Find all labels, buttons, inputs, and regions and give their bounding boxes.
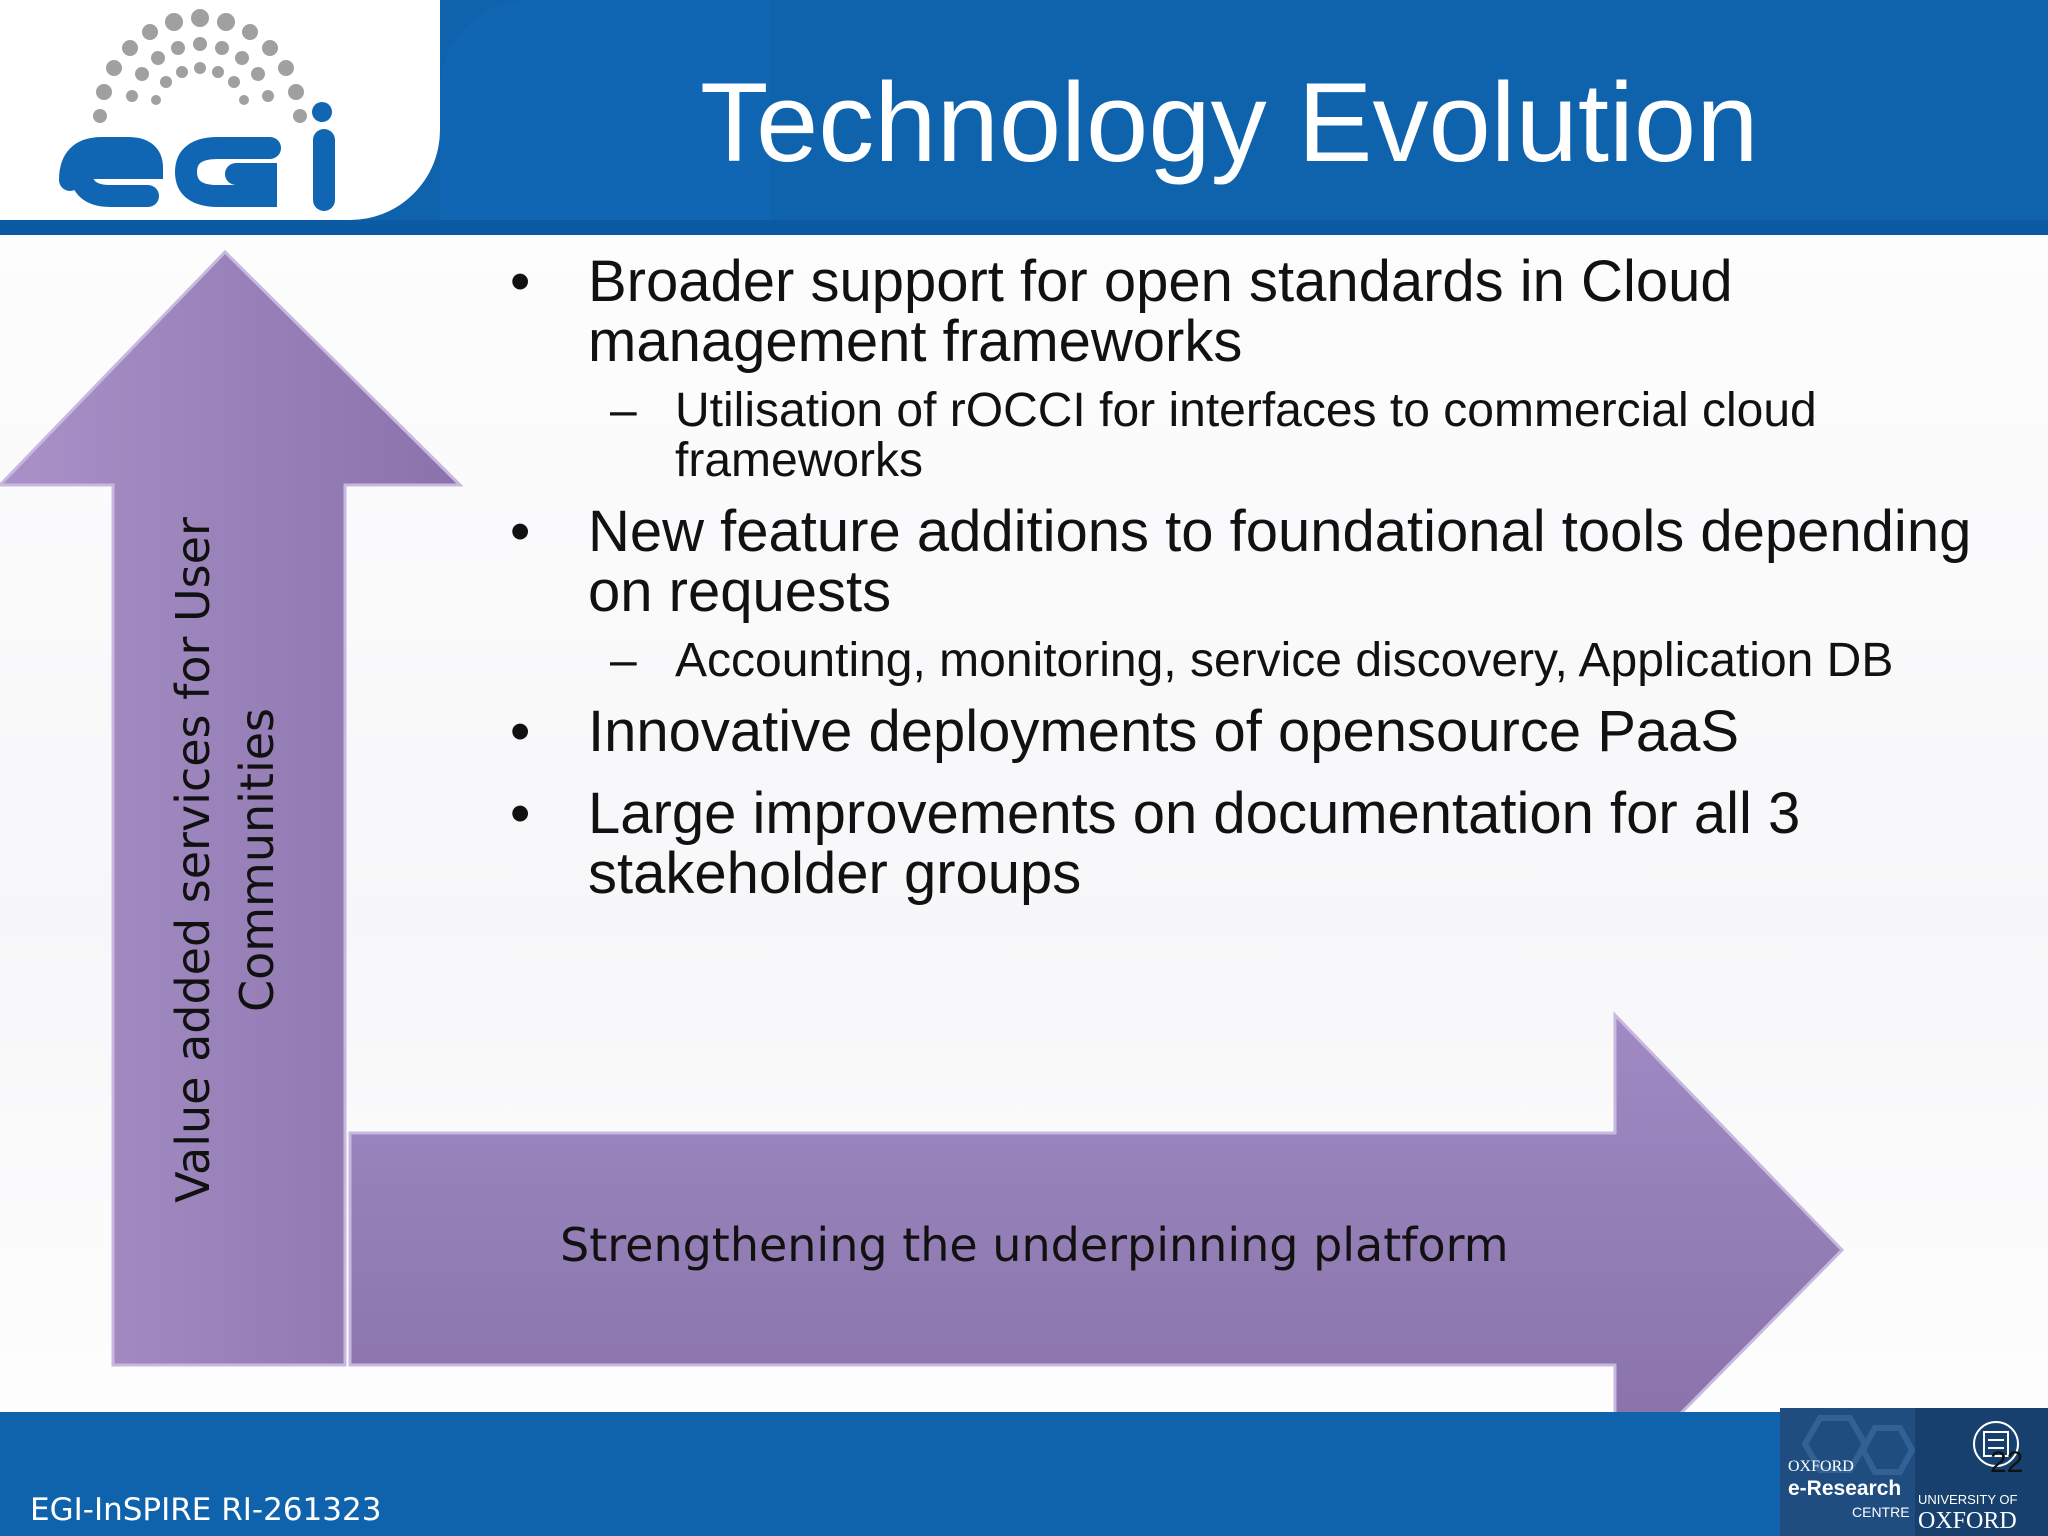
axis-arrows-diagram — [0, 249, 1845, 1484]
page-number: 22 — [1990, 1446, 2024, 1479]
hexagon-pattern-icon — [1801, 1415, 1916, 1475]
sub-bullet-text: Accounting, monitoring, service discover… — [675, 634, 1894, 687]
bullet-item: • New feature additions to foundational … — [500, 502, 2000, 622]
sub-bullet-item: – Accounting, monitoring, service discov… — [500, 636, 2000, 686]
dash-icon: – — [610, 634, 637, 687]
horizontal-arrow — [348, 1011, 1845, 1484]
bullet-item: • Broader support for open standards in … — [500, 252, 2000, 372]
vertical-arrow-label: Value added services for User Communitie… — [166, 517, 284, 1203]
university-crest-icon — [1973, 1421, 2019, 1467]
university-line1: UNIVERSITY OF — [1918, 1492, 2018, 1507]
bullet-dot-icon: • — [510, 781, 531, 846]
bullet-text: Innovative deployments of opensource Paa… — [588, 699, 1740, 764]
header-divider — [0, 220, 2048, 235]
sub-bullet-text: Utilisation of rOCCI for interfaces to c… — [675, 384, 1817, 487]
bullet-text: New feature additions to foundational to… — [588, 499, 1972, 624]
bullet-text: Large improvements on documentation for … — [588, 781, 1801, 906]
oerc-line3: CENTRE — [1852, 1504, 1910, 1520]
project-id: EGI-InSPIRE RI-261323 — [30, 1492, 382, 1528]
bullet-item: • Large improvements on documentation fo… — [500, 784, 2000, 904]
bullet-item: • Innovative deployments of opensource P… — [500, 702, 2000, 762]
footer-band — [0, 1412, 2048, 1536]
oerc-logo: OXFORD e-Research CENTRE — [1780, 1408, 1916, 1536]
egi-logo — [59, 9, 335, 211]
bullet-dot-icon: • — [510, 699, 531, 764]
oerc-line2: e-Research — [1788, 1477, 1902, 1500]
bullet-dot-icon: • — [510, 249, 531, 314]
university-line2: OXFORD — [1918, 1508, 2017, 1534]
header-band — [0, 0, 2048, 235]
dash-icon: – — [610, 384, 637, 437]
page-title: Technology Evolution — [700, 60, 1759, 185]
logo-dots — [93, 9, 307, 123]
vertical-arrow — [0, 249, 464, 1367]
bullet-text: Broader support for open standards in Cl… — [588, 249, 1733, 374]
header-tab — [440, 0, 770, 225]
oxford-logo-block: OXFORD e-Research CENTRE UNIVERSITY OF O… — [1780, 1408, 2048, 1536]
logo-letters — [59, 129, 335, 211]
horizontal-arrow-label: Strengthening the underpinning platform — [560, 1218, 1509, 1272]
bullet-dot-icon: • — [510, 499, 531, 564]
bullet-list: • Broader support for open standards in … — [500, 252, 2000, 926]
oerc-line1: OXFORD — [1788, 1458, 1854, 1475]
sub-bullet-item: – Utilisation of rOCCI for interfaces to… — [500, 386, 2000, 486]
